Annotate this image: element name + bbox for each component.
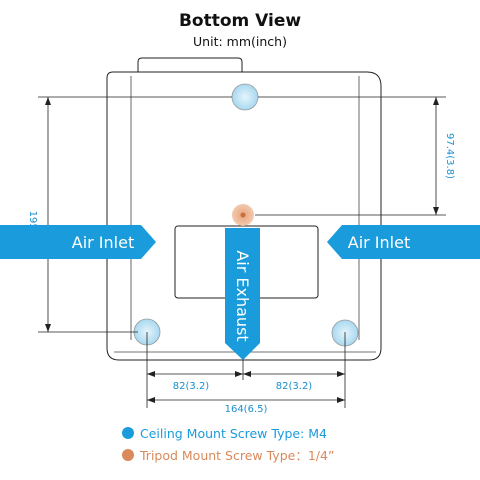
tripod-mount-screw (232, 204, 254, 226)
air-exhaust-arrow: Air Exhaust (225, 228, 260, 360)
legend-item-tripod-mount: Tripod Mount Screw Type：1/4” (122, 448, 334, 463)
dimension-right-half-label: 82(3.2) (276, 381, 313, 392)
legend: Ceiling Mount Screw Type: M4 Tripod Moun… (122, 426, 334, 463)
dimension-width-total (147, 397, 345, 403)
dimension-left-half-label: 82(3.2) (173, 381, 210, 392)
ceiling-mount-screw-top (231, 83, 259, 111)
dimension-depth-total (38, 96, 232, 333)
air-inlet-left-arrow: Air Inlet (0, 225, 156, 259)
dimension-width-total-label: 164(6.5) (225, 404, 268, 415)
legend-ceiling-mount-label: Ceiling Mount Screw Type: M4 (140, 426, 327, 441)
air-inlet-right-label: Air Inlet (348, 233, 410, 252)
legend-tripod-mount-label: Tripod Mount Screw Type：1/4” (139, 448, 334, 463)
diagram-title: Bottom View (179, 11, 301, 31)
device-outline (106, 71, 382, 361)
device-top-bump (137, 57, 243, 72)
air-inlet-right-arrow: Air Inlet (327, 225, 480, 259)
legend-ceiling-mount-dot (122, 427, 134, 439)
diagram-subtitle: Unit: mm(inch) (193, 34, 287, 49)
dimension-depth-to-tripod (255, 96, 446, 216)
dimension-depth-to-tripod-label: 97.4(3.8) (444, 133, 455, 179)
legend-tripod-mount-dot (122, 449, 134, 461)
air-inlet-left-label: Air Inlet (72, 233, 134, 252)
air-exhaust-label: Air Exhaust (233, 250, 252, 341)
legend-item-ceiling-mount: Ceiling Mount Screw Type: M4 (122, 426, 327, 441)
dimension-width-halves (146, 332, 346, 408)
